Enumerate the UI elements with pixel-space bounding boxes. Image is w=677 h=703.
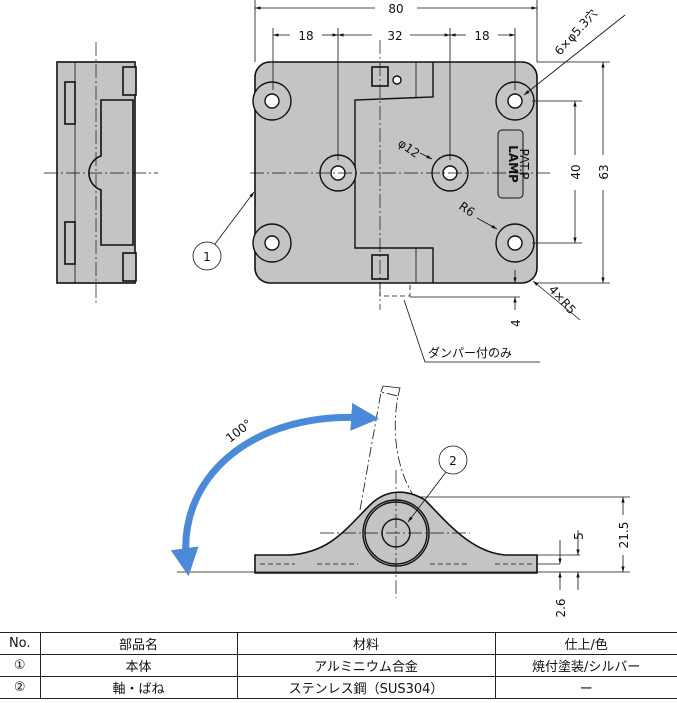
- cell-part-name: 本体: [39, 654, 238, 677]
- callout-1: [192, 241, 222, 271]
- cell-material: アルミニウム合金: [236, 654, 496, 677]
- svg-text:32: 32: [387, 29, 402, 43]
- svg-text:5: 5: [572, 532, 586, 540]
- table-row: ① 本体 アルミニウム合金 焼付塗装/シルバー: [0, 654, 677, 677]
- table-row: ② 軸・ばね ステンレス鋼（SUS304） ー: [0, 676, 677, 699]
- header-part-name: 部品名: [39, 632, 238, 655]
- cell-material: ステンレス鋼（SUS304）: [236, 676, 496, 699]
- svg-text:40: 40: [569, 164, 583, 179]
- lamp-logo: [497, 129, 524, 199]
- table-header: No. 部品名 材料 仕上/色: [0, 632, 677, 655]
- svg-text:4×R5: 4×R5: [546, 283, 579, 317]
- cell-finish: ー: [494, 676, 677, 699]
- bottom-view: 100° 2 21.5 5 2.6: [170, 385, 631, 618]
- header-material: 材料: [236, 632, 496, 655]
- svg-text:2.6: 2.6: [554, 598, 568, 617]
- open-angle-arrow: [170, 402, 380, 577]
- cell-finish: 焼付塗装/シルバー: [494, 654, 677, 677]
- callout-2: [438, 445, 468, 475]
- cell-part-name: 軸・ばね: [39, 676, 238, 699]
- hinge-drawing: LAMP PAT.P 80 18 32 18 6×φ5.3穴 φ12 R6 40…: [44, 0, 631, 618]
- svg-text:6×φ5.3穴: 6×φ5.3穴: [551, 6, 600, 58]
- front-view: LAMP PAT.P: [250, 40, 550, 310]
- svg-text:PAT.P: PAT.P: [517, 149, 531, 180]
- cell-no: ②: [0, 676, 41, 699]
- header-no: No.: [0, 632, 41, 655]
- svg-text:18: 18: [298, 29, 313, 43]
- svg-text:1: 1: [203, 250, 211, 264]
- svg-text:63: 63: [597, 164, 611, 179]
- svg-text:4: 4: [509, 319, 523, 327]
- svg-text:21.5: 21.5: [617, 522, 631, 549]
- svg-text:ダンパー付のみ: ダンパー付のみ: [428, 345, 512, 360]
- svg-text:2: 2: [449, 454, 457, 468]
- parts-table: No. 部品名 材料 仕上/色 ① 本体 アルミニウム合金 焼付塗装/シルバー …: [0, 632, 677, 699]
- side-view: [44, 42, 158, 305]
- cell-no: ①: [0, 654, 41, 677]
- svg-text:80: 80: [388, 2, 403, 16]
- svg-text:LAMP: LAMP: [506, 145, 520, 183]
- svg-text:18: 18: [474, 29, 489, 43]
- header-finish: 仕上/色: [494, 632, 677, 655]
